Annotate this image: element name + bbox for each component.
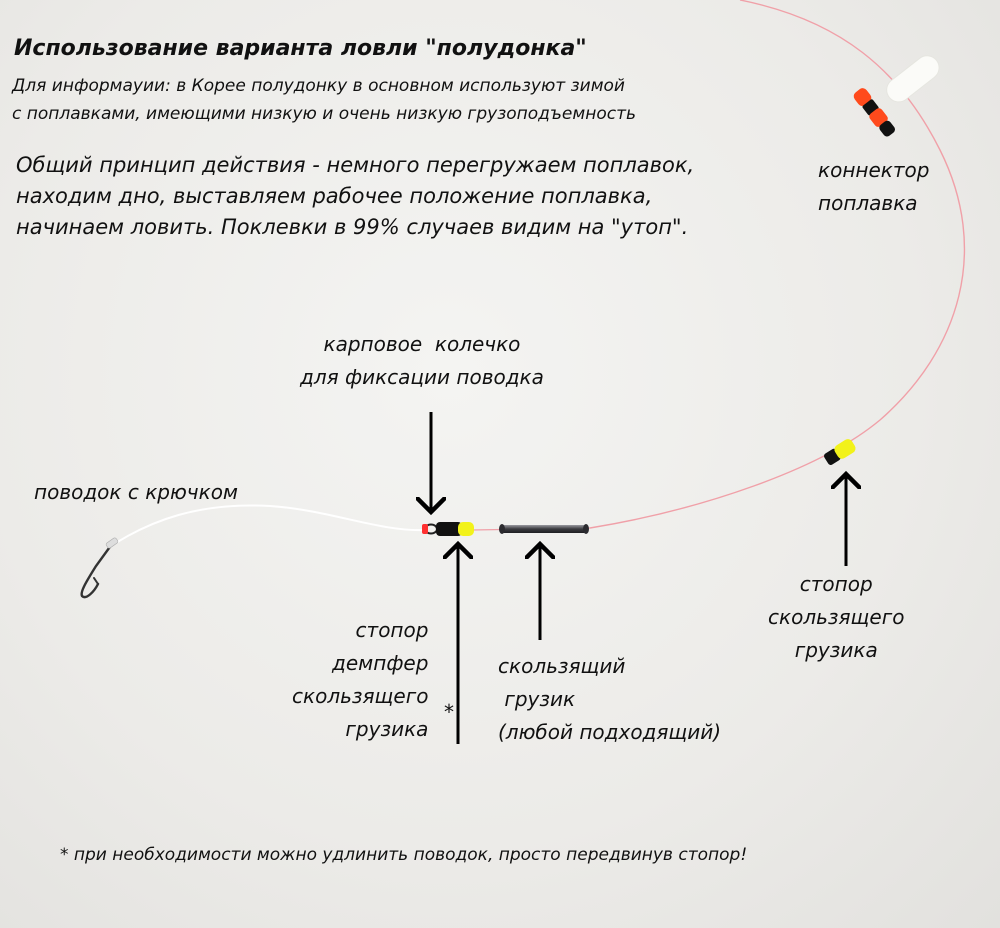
float-connector-icon: [853, 55, 940, 137]
info-line: с поплавками, имеющими низкую и очень ни…: [12, 104, 636, 124]
leader-line: [107, 504, 426, 549]
info-note: Для информауии: в Корее полудонку в осно…: [12, 72, 636, 128]
label-line: скользящего: [292, 684, 429, 708]
principle-line: Общий принцип действия - немного перегру…: [16, 153, 695, 177]
label-line: грузика: [794, 638, 878, 662]
label-line: скользящего: [768, 605, 905, 629]
label-line: стопор: [799, 572, 873, 596]
label-line: грузика: [345, 717, 429, 741]
sliding-sinker-icon: [499, 524, 589, 534]
label-line: демпфер: [332, 651, 429, 675]
principle-line: начинаем ловить. Поклевки в 99% случаев …: [16, 215, 689, 239]
label-line: карповое колечко: [323, 332, 521, 356]
hook-icon: [80, 537, 119, 599]
principle-line: находим дно, выставляем рабочее положени…: [16, 184, 653, 208]
label-line: (любой подходящий): [498, 720, 722, 744]
label-leader: поводок с крючком: [34, 480, 239, 504]
label-damper-stopper: стопор демпфер скользящего грузика: [292, 614, 428, 746]
label-line: поплавка: [818, 191, 918, 215]
footnote-mark: *: [444, 700, 454, 724]
label-line: коннектор: [818, 158, 930, 182]
label-line: грузик: [498, 687, 576, 711]
label-float-connector: коннектор поплавка: [818, 154, 929, 220]
label-line: для фиксации поводка: [300, 365, 544, 389]
label-line: стопор: [355, 618, 429, 642]
sinker-stopper-icon: [824, 439, 856, 465]
info-line: Для информауии: в Корее полудонку в осно…: [12, 76, 625, 96]
label-line: скользящий: [498, 654, 626, 678]
label-sliding-sinker: скользящий грузик (любой подходящий): [498, 650, 721, 749]
page-title: Использование варианта ловли "полудонка": [14, 36, 587, 61]
carp-ring-icon: [422, 523, 438, 535]
label-sinker-stopper: стопор скользящего грузика: [768, 568, 904, 667]
damper-stopper-icon: [436, 522, 474, 536]
footnote: * при необходимости можно удлинить повод…: [60, 845, 748, 865]
principle-text: Общий принцип действия - немного перегру…: [16, 150, 694, 243]
label-carp-ring: карповое колечко для фиксации поводка: [300, 328, 544, 394]
main-line: [589, 0, 966, 529]
